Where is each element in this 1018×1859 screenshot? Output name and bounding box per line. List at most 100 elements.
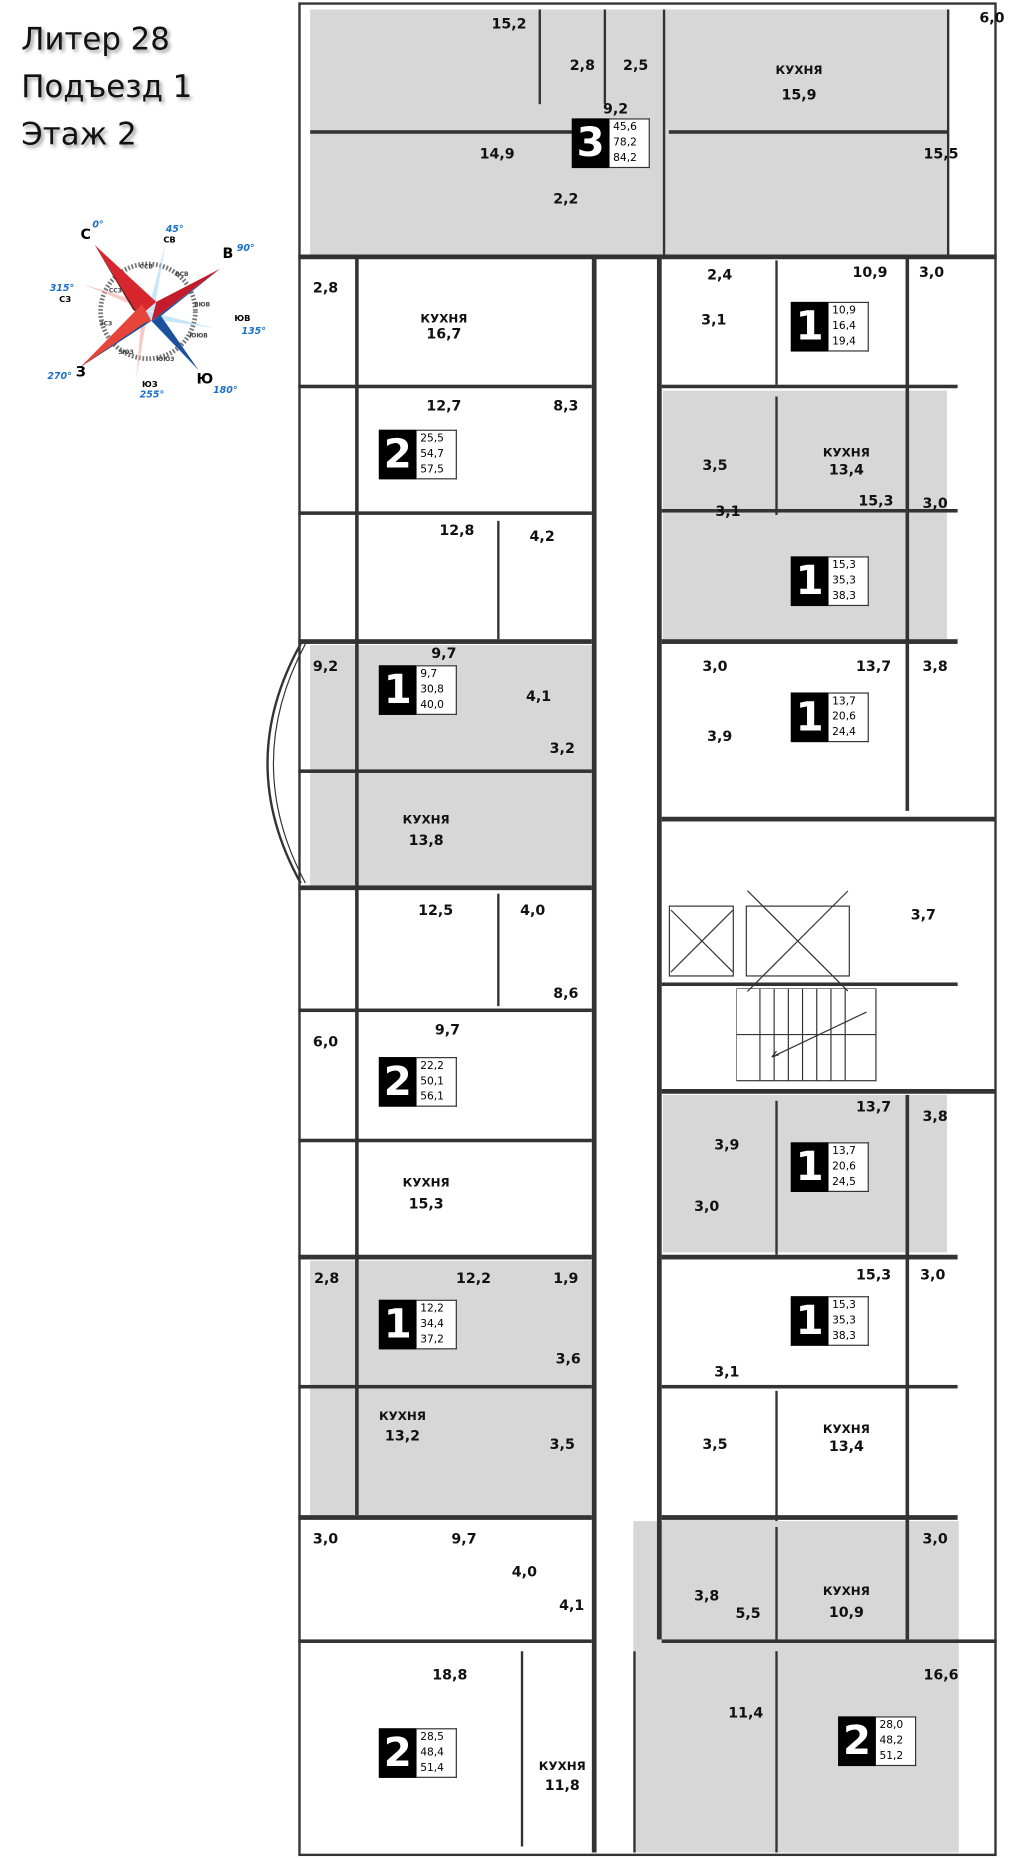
room-area-label: 3,2 (549, 739, 575, 757)
apartment-room-count: 1 (790, 556, 829, 607)
room-area-label: 11,4 (728, 1704, 764, 1722)
apartment-area-living: 28,0 (879, 1719, 904, 1732)
wall (661, 1515, 958, 1520)
apartment-area-total-with-balcony: 84,2 (613, 152, 637, 164)
room-area-label: 2,8 (314, 1270, 340, 1287)
apartment-room-count: 1 (790, 1142, 829, 1192)
apartment-area-total: 34,4 (420, 1318, 444, 1330)
wall (661, 982, 958, 987)
wall (298, 885, 592, 891)
compass-deg-w: 270° (47, 370, 72, 382)
room-area-label: 4,0 (511, 1563, 537, 1581)
compass-northeast: СВ (163, 235, 176, 246)
apartment-area-living: 45,6 (613, 121, 637, 134)
compass-minor: ССЗ (108, 287, 122, 295)
wall (298, 1008, 592, 1013)
room-area-label: 2,8 (312, 279, 339, 296)
room-area-label: 9,7 (451, 1530, 477, 1548)
compass-deg-nw: 315° (49, 282, 75, 294)
room-area-label: 3,1 (701, 311, 727, 328)
wall (905, 1094, 910, 1640)
wall (298, 639, 592, 644)
staircase (736, 988, 877, 1082)
room-area-label: 3,1 (714, 1363, 740, 1381)
apartment-area-living: 15,3 (832, 1299, 856, 1311)
compass-deg-s: 180° (213, 384, 238, 396)
room-area-label: 18,8 (432, 1666, 468, 1684)
compass-minor: ЗЮЗ (118, 349, 134, 357)
apartment-area-living: 13,7 (832, 1145, 856, 1158)
wall (661, 384, 958, 389)
apartment-room-count: 1 (378, 665, 417, 715)
compass-star-icon (80, 242, 221, 379)
wall (656, 254, 662, 1640)
room-area-label: 9,2 (312, 658, 339, 675)
apartment-area-living: 15,3 (832, 559, 856, 572)
apartment-area-living: 12,2 (420, 1302, 444, 1315)
room-area-label: 15,3 (858, 492, 894, 509)
apartment-area-total: 20,6 (832, 1160, 856, 1173)
wall (775, 1100, 778, 1255)
room-area-label: 15,2 (491, 15, 527, 32)
wall (661, 1254, 958, 1260)
apartment-area-total: 16,4 (832, 320, 856, 333)
wall (298, 1254, 592, 1260)
room-area-label: 6,0 (312, 1033, 339, 1050)
room-area-label: 3,0 (920, 1266, 946, 1284)
compass-minor: ЗСЗ (99, 320, 113, 328)
kitchen-label: КУХНЯ (822, 1423, 870, 1437)
room-area-label: 16,6 (923, 1666, 959, 1684)
wall (298, 511, 592, 515)
room-area-label: 3,5 (702, 1435, 728, 1453)
apartment-area-total: 48,2 (879, 1734, 904, 1747)
bay-window (266, 643, 306, 884)
apartment-area-living: 28,5 (420, 1731, 444, 1743)
kitchen-label: КУХНЯ (378, 1410, 426, 1424)
wall (298, 769, 592, 773)
apartment-room-count: 3 (571, 118, 610, 169)
wall (661, 816, 996, 822)
wall (775, 1651, 778, 1853)
room-area-label: 3,8 (922, 1107, 948, 1125)
compass-deg-se: 135° (241, 325, 266, 337)
wall (775, 260, 778, 385)
room-area-label: 2,5 (623, 56, 649, 74)
apartment-area-total-with-balcony: 24,4 (832, 726, 856, 739)
room-area-label: 14,9 (479, 145, 515, 163)
wall (905, 254, 910, 811)
room-area-label: 6,0 (979, 9, 1005, 27)
apartment-area-living: 13,7 (832, 695, 856, 708)
apartment-room-count: 1 (790, 692, 829, 743)
apartment-area-living: 9,7 (420, 668, 438, 681)
apartment-room-count: 1 (790, 301, 829, 352)
wall (298, 1515, 592, 1520)
wall (298, 1639, 592, 1643)
room-area-label: 2,8 (569, 56, 595, 74)
room-area-label: 15,9 (781, 86, 817, 103)
elevator-shaft (668, 905, 734, 977)
wall (603, 9, 607, 105)
kitchen-label: КУХНЯ (822, 446, 870, 460)
room-area-label: 13,7 (856, 658, 892, 675)
wall (661, 508, 958, 513)
kitchen-label: КУХНЯ (402, 813, 450, 827)
room-area-label: 12,2 (455, 1270, 492, 1287)
room-area-label: 3,9 (707, 727, 733, 745)
apartment-room-count: 2 (378, 1728, 417, 1778)
room-area-label: 10,9 (828, 1603, 864, 1621)
room-area-label: 12,8 (439, 522, 475, 539)
